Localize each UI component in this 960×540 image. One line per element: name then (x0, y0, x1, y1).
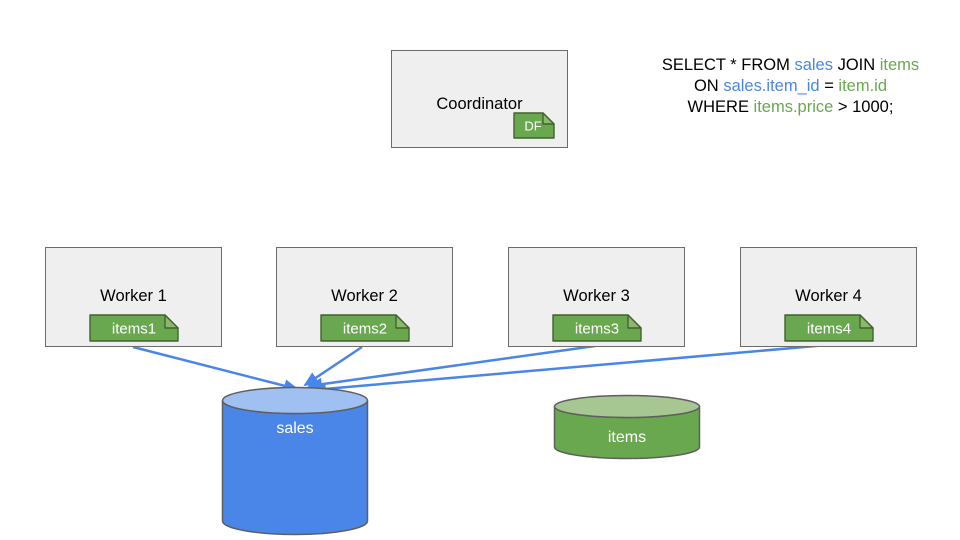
items-cylinder-label: items (608, 429, 646, 446)
worker-2-node: Worker 2 items2 (276, 247, 453, 347)
worker-3-tag-label: items3 (574, 321, 618, 338)
worker-2-items-tag: items2 (319, 314, 410, 342)
worker-4-tag-label: items4 (806, 321, 850, 338)
worker-2-label: Worker 2 (331, 287, 398, 305)
df-tag-label: DF (524, 119, 541, 134)
sql-line-1: SELECT * FROM sales JOIN items (661, 56, 920, 74)
worker-1-items-tag: items1 (88, 314, 179, 342)
worker-4-items-tag: items4 (783, 314, 874, 342)
worker-3-items-tag: items3 (551, 314, 642, 342)
worker-1-node: Worker 1 items1 (45, 247, 222, 347)
sales-database-cylinder: sales (221, 386, 369, 536)
sql-line-3: WHERE items.price > 1000; (687, 98, 894, 116)
df-tag: DF (513, 112, 555, 139)
worker-3-node: Worker 3 items3 (508, 247, 685, 347)
sales-cylinder-label: sales (276, 420, 313, 437)
edge-worker3-sales (307, 344, 596, 391)
worker-4-node: Worker 4 items4 (740, 247, 917, 347)
worker-1-label: Worker 1 (100, 287, 167, 305)
worker-2-tag-label: items2 (342, 321, 386, 338)
worker-1-tag-label: items1 (111, 321, 155, 338)
coordinator-node: Coordinator DF (391, 50, 568, 148)
items-database-cylinder: items (553, 394, 701, 460)
worker-4-label: Worker 4 (795, 287, 862, 305)
edge-worker4-sales (311, 343, 828, 396)
coordinator-label: Coordinator (436, 95, 523, 113)
sql-line-2: ON sales.item_id = item.id (693, 77, 888, 95)
edge-worker1-sales (132, 345, 299, 393)
worker-3-label: Worker 3 (563, 287, 630, 305)
edge-worker2-sales (303, 345, 363, 387)
sql-query-text: SELECT * FROM sales JOIN items ON sales.… (618, 55, 960, 118)
